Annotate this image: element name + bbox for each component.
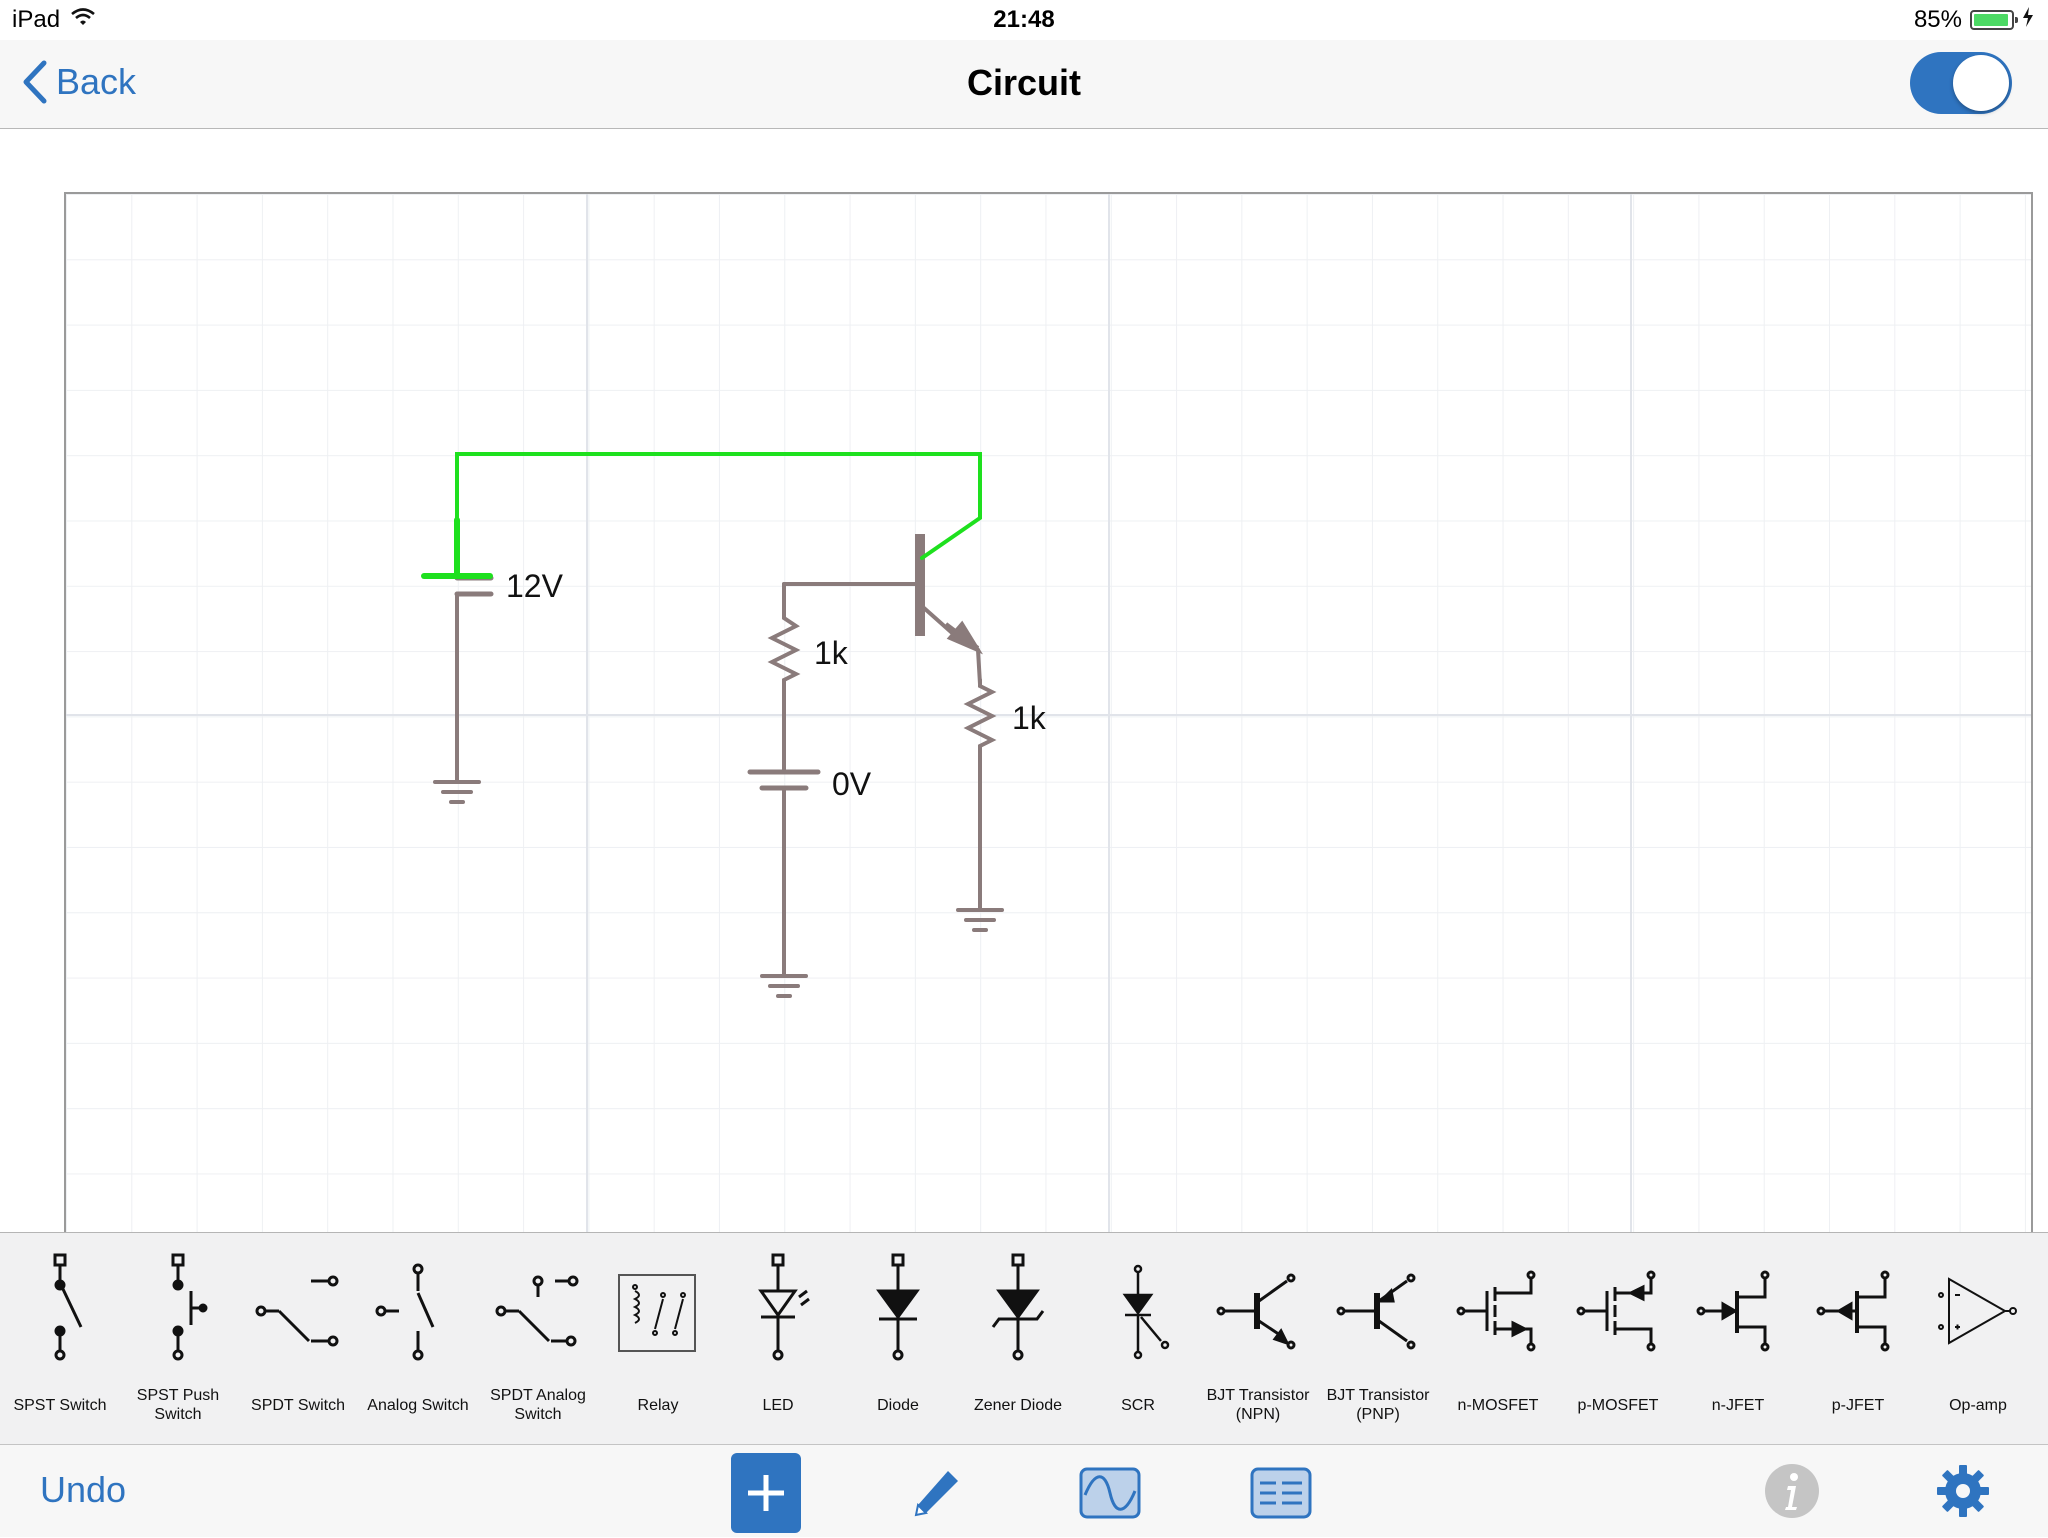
oscilloscope-button[interactable]: [1079, 1467, 1141, 1524]
palette-label: Op-amp: [1949, 1396, 2007, 1414]
battery-percent: 85%: [1913, 6, 1962, 33]
waveform-icon: [1079, 1467, 1141, 1519]
toggle-knob: [1953, 55, 2009, 111]
n-jfet-icon: [1696, 1270, 1770, 1352]
palette-item-scr[interactable]: SCR: [1078, 1233, 1198, 1445]
palette-item-spst-push-switch[interactable]: SPST Push Switch: [118, 1233, 238, 1445]
undo-button[interactable]: Undo: [40, 1469, 127, 1510]
bottom-toolbar: Undo: [0, 1444, 2048, 1537]
component-list-button[interactable]: [1250, 1467, 1312, 1524]
palette-label: SPDT Analog Switch: [490, 1387, 586, 1423]
palette-item-spdt-analog-switch[interactable]: SPDT Analog Switch: [478, 1233, 598, 1445]
bjt-npn-icon: [1216, 1273, 1296, 1350]
relay-icon: [618, 1274, 696, 1352]
palette-item-bjt-pnp[interactable]: BJT Transistor (PNP): [1318, 1233, 1438, 1445]
list-icon: [1250, 1467, 1312, 1519]
palette-label: BJT Transistor (PNP): [1326, 1387, 1430, 1423]
palette-label: Relay: [637, 1396, 679, 1414]
palette-label: SPDT Switch: [251, 1396, 345, 1414]
add-component-button[interactable]: [731, 1453, 801, 1538]
palette-item-p-mosfet[interactable]: p-MOSFET: [1558, 1233, 1678, 1445]
navigation-bar: Back Circuit: [0, 40, 2048, 129]
palette-label: p-JFET: [1831, 1396, 1885, 1414]
palette-label: n-MOSFET: [1457, 1396, 1539, 1414]
info-button[interactable]: [1764, 1463, 1820, 1524]
palette-item-diode[interactable]: Diode: [838, 1233, 958, 1445]
battery-icon: [1970, 10, 2018, 30]
analog-switch-icon: [375, 1263, 435, 1361]
bjt-pnp-icon: [1336, 1273, 1416, 1350]
n-mosfet-icon: [1456, 1270, 1536, 1352]
charging-icon: [2022, 6, 2034, 34]
simulation-toggle[interactable]: [1910, 52, 2012, 114]
palette-item-spst-switch[interactable]: SPST Switch: [0, 1233, 120, 1445]
palette-label: p-MOSFET: [1577, 1396, 1659, 1414]
diode-icon: [876, 1253, 920, 1361]
palette-item-n-jfet[interactable]: n-JFET: [1678, 1233, 1798, 1445]
status-time: 21:48: [993, 6, 1055, 33]
palette-label: Zener Diode: [973, 1396, 1063, 1414]
spst-switch-icon: [53, 1253, 83, 1361]
palette-label: Analog Switch: [367, 1396, 469, 1414]
zener-diode-icon: [991, 1253, 1045, 1361]
palette-label: Diode: [877, 1396, 919, 1414]
palette-label: n-JFET: [1711, 1396, 1765, 1414]
device-name: iPad: [12, 6, 61, 33]
p-mosfet-icon: [1576, 1270, 1656, 1352]
back-button[interactable]: Back: [22, 60, 136, 104]
back-label: Back: [56, 61, 137, 102]
gear-icon: [1937, 1465, 1989, 1517]
component-palette: SPST Switch SPST Push Switch SPDT Switch…: [0, 1232, 2048, 1445]
chevron-left-icon: [23, 60, 47, 104]
palette-label: LED: [762, 1396, 794, 1414]
palette-item-op-amp[interactable]: Op-amp: [1918, 1233, 2038, 1445]
status-bar: iPad 21:48 85%: [0, 0, 2048, 40]
status-right: 85%: [1914, 6, 2034, 34]
palette-item-led[interactable]: LED: [718, 1233, 838, 1445]
palette-label: SPST Switch: [13, 1396, 107, 1414]
settings-button[interactable]: [1935, 1463, 1991, 1524]
op-amp-icon: [1938, 1277, 2017, 1345]
circuit-canvas[interactable]: [64, 192, 2033, 1234]
p-jfet-icon: [1816, 1270, 1890, 1352]
push-switch-icon: [171, 1253, 208, 1361]
spdt-switch-icon: [255, 1275, 339, 1347]
palette-label: SPST Push Switch: [136, 1387, 220, 1423]
draw-wire-button[interactable]: [912, 1467, 962, 1524]
palette-item-analog-switch[interactable]: Analog Switch: [358, 1233, 478, 1445]
palette-label: BJT Transistor (NPN): [1206, 1387, 1310, 1423]
pencil-icon: [914, 1471, 958, 1517]
palette-item-p-jfet[interactable]: p-JFET: [1798, 1233, 1918, 1445]
palette-item-n-mosfet[interactable]: n-MOSFET: [1438, 1233, 1558, 1445]
wifi-icon: [70, 6, 96, 34]
spdt-analog-switch-icon: [495, 1275, 579, 1347]
status-left: iPad: [12, 6, 96, 34]
scr-icon: [1122, 1264, 1170, 1360]
plus-icon: [731, 1453, 801, 1533]
page-title: Circuit: [966, 62, 1081, 103]
led-icon: [758, 1253, 810, 1361]
palette-item-spdt-switch[interactable]: SPDT Switch: [238, 1233, 358, 1445]
palette-item-bjt-npn[interactable]: BJT Transistor (NPN): [1198, 1233, 1318, 1445]
palette-item-relay[interactable]: Relay: [598, 1233, 718, 1445]
palette-item-zener-diode[interactable]: Zener Diode: [958, 1233, 1078, 1445]
palette-label: SCR: [1121, 1396, 1155, 1414]
info-icon: [1765, 1464, 1819, 1518]
